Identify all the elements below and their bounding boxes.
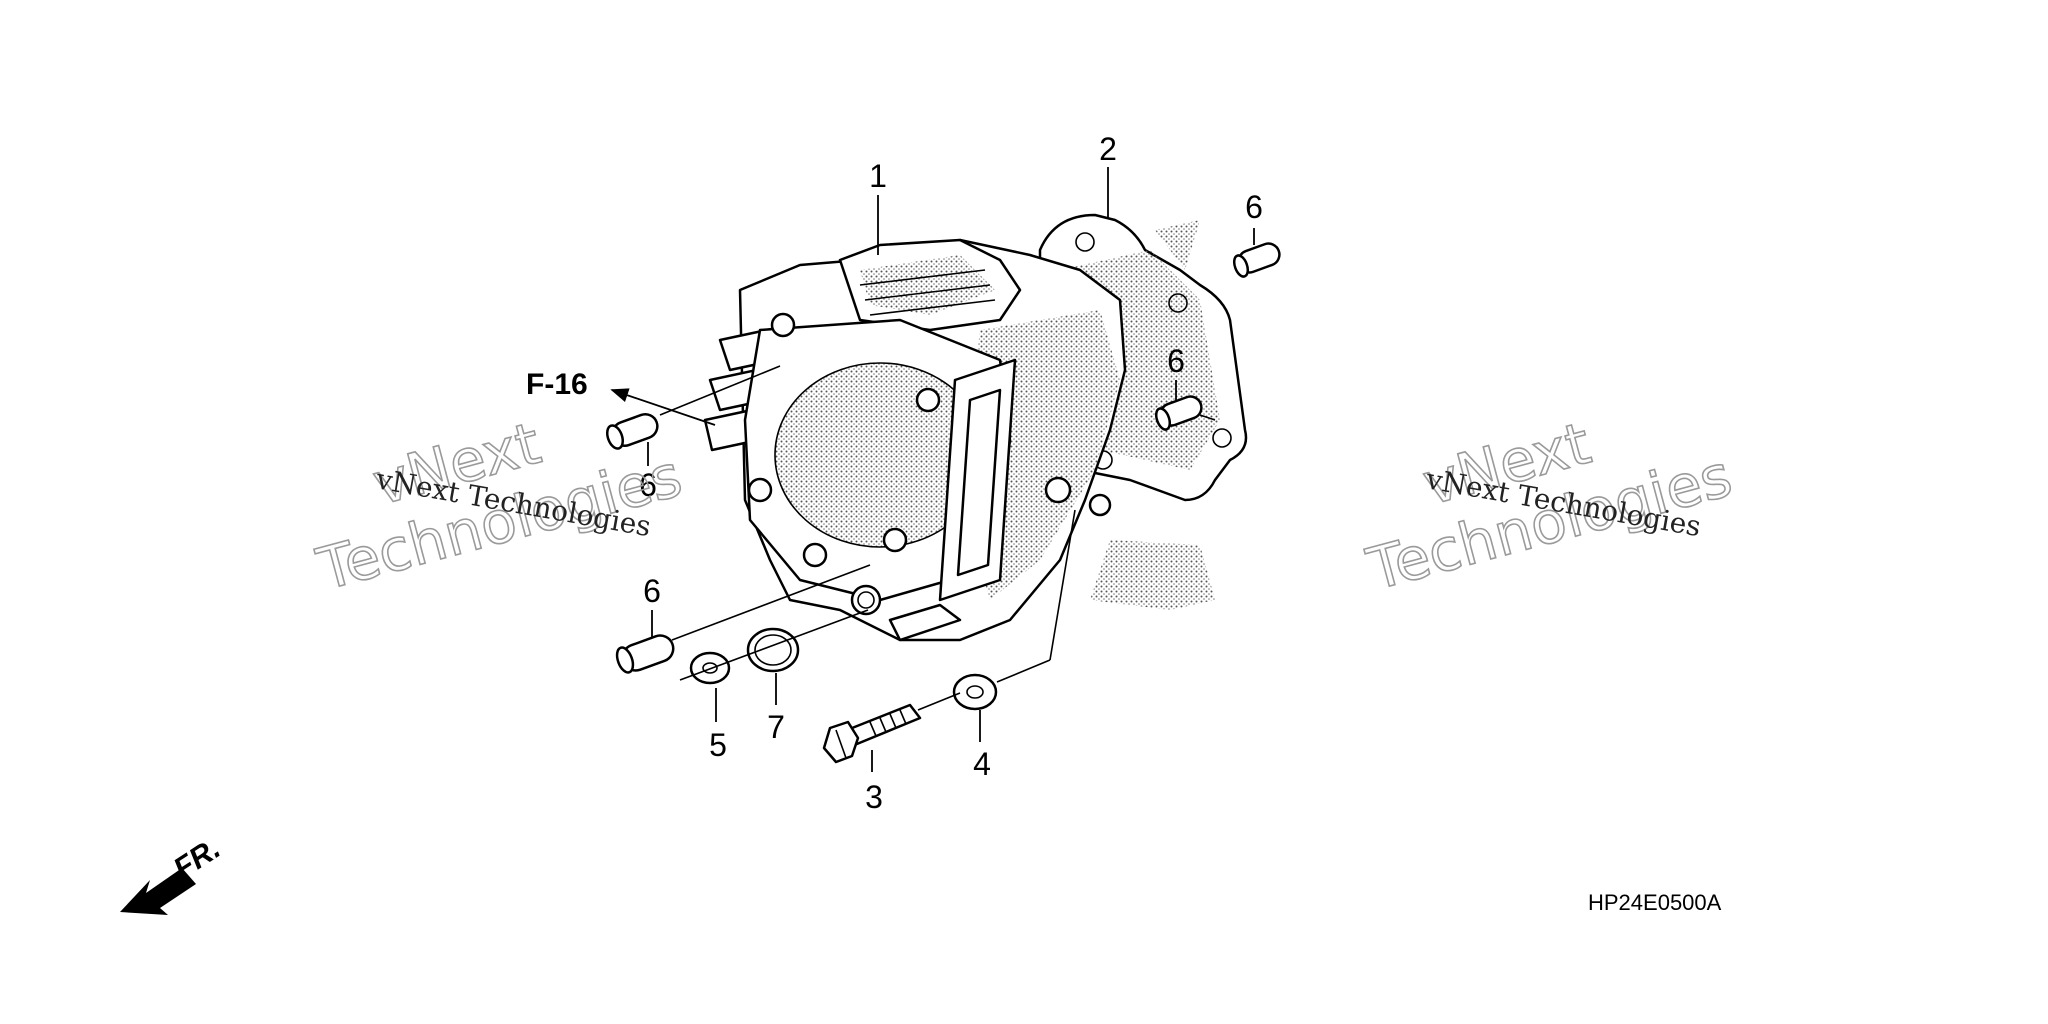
diagram-code: HP24E0500A bbox=[1588, 890, 1722, 915]
callout-7: 7 bbox=[767, 709, 785, 745]
dowel-pin-top-right bbox=[1232, 242, 1281, 278]
callout-6-bottom-left: 6 bbox=[643, 573, 661, 609]
callout-6-top-right: 6 bbox=[1245, 189, 1263, 225]
watermark-right: vNext Technologies vNext Technologies bbox=[1359, 408, 1739, 604]
cylinder-head bbox=[703, 238, 1127, 642]
dowel-pin-bottom-left bbox=[615, 634, 675, 674]
leader-lines bbox=[610, 167, 1255, 772]
dowel-pin-middle-right bbox=[1154, 395, 1203, 431]
dowel-pin-left bbox=[605, 412, 659, 450]
flange-bolt-3 bbox=[822, 703, 922, 764]
callout-1: 1 bbox=[869, 158, 887, 194]
front-direction-arrow: FR. bbox=[120, 832, 226, 915]
callout-2: 2 bbox=[1099, 131, 1117, 167]
shadow-region bbox=[1090, 540, 1215, 610]
callout-6-left: 6 bbox=[639, 467, 657, 503]
callout-3: 3 bbox=[865, 779, 883, 815]
callout-4: 4 bbox=[973, 746, 991, 782]
callout-5: 5 bbox=[709, 727, 727, 763]
reference-label: F-16 bbox=[526, 368, 588, 401]
callout-6-middle-right: 6 bbox=[1167, 343, 1185, 379]
o-ring-7 bbox=[746, 627, 800, 673]
washer-4 bbox=[952, 673, 998, 711]
